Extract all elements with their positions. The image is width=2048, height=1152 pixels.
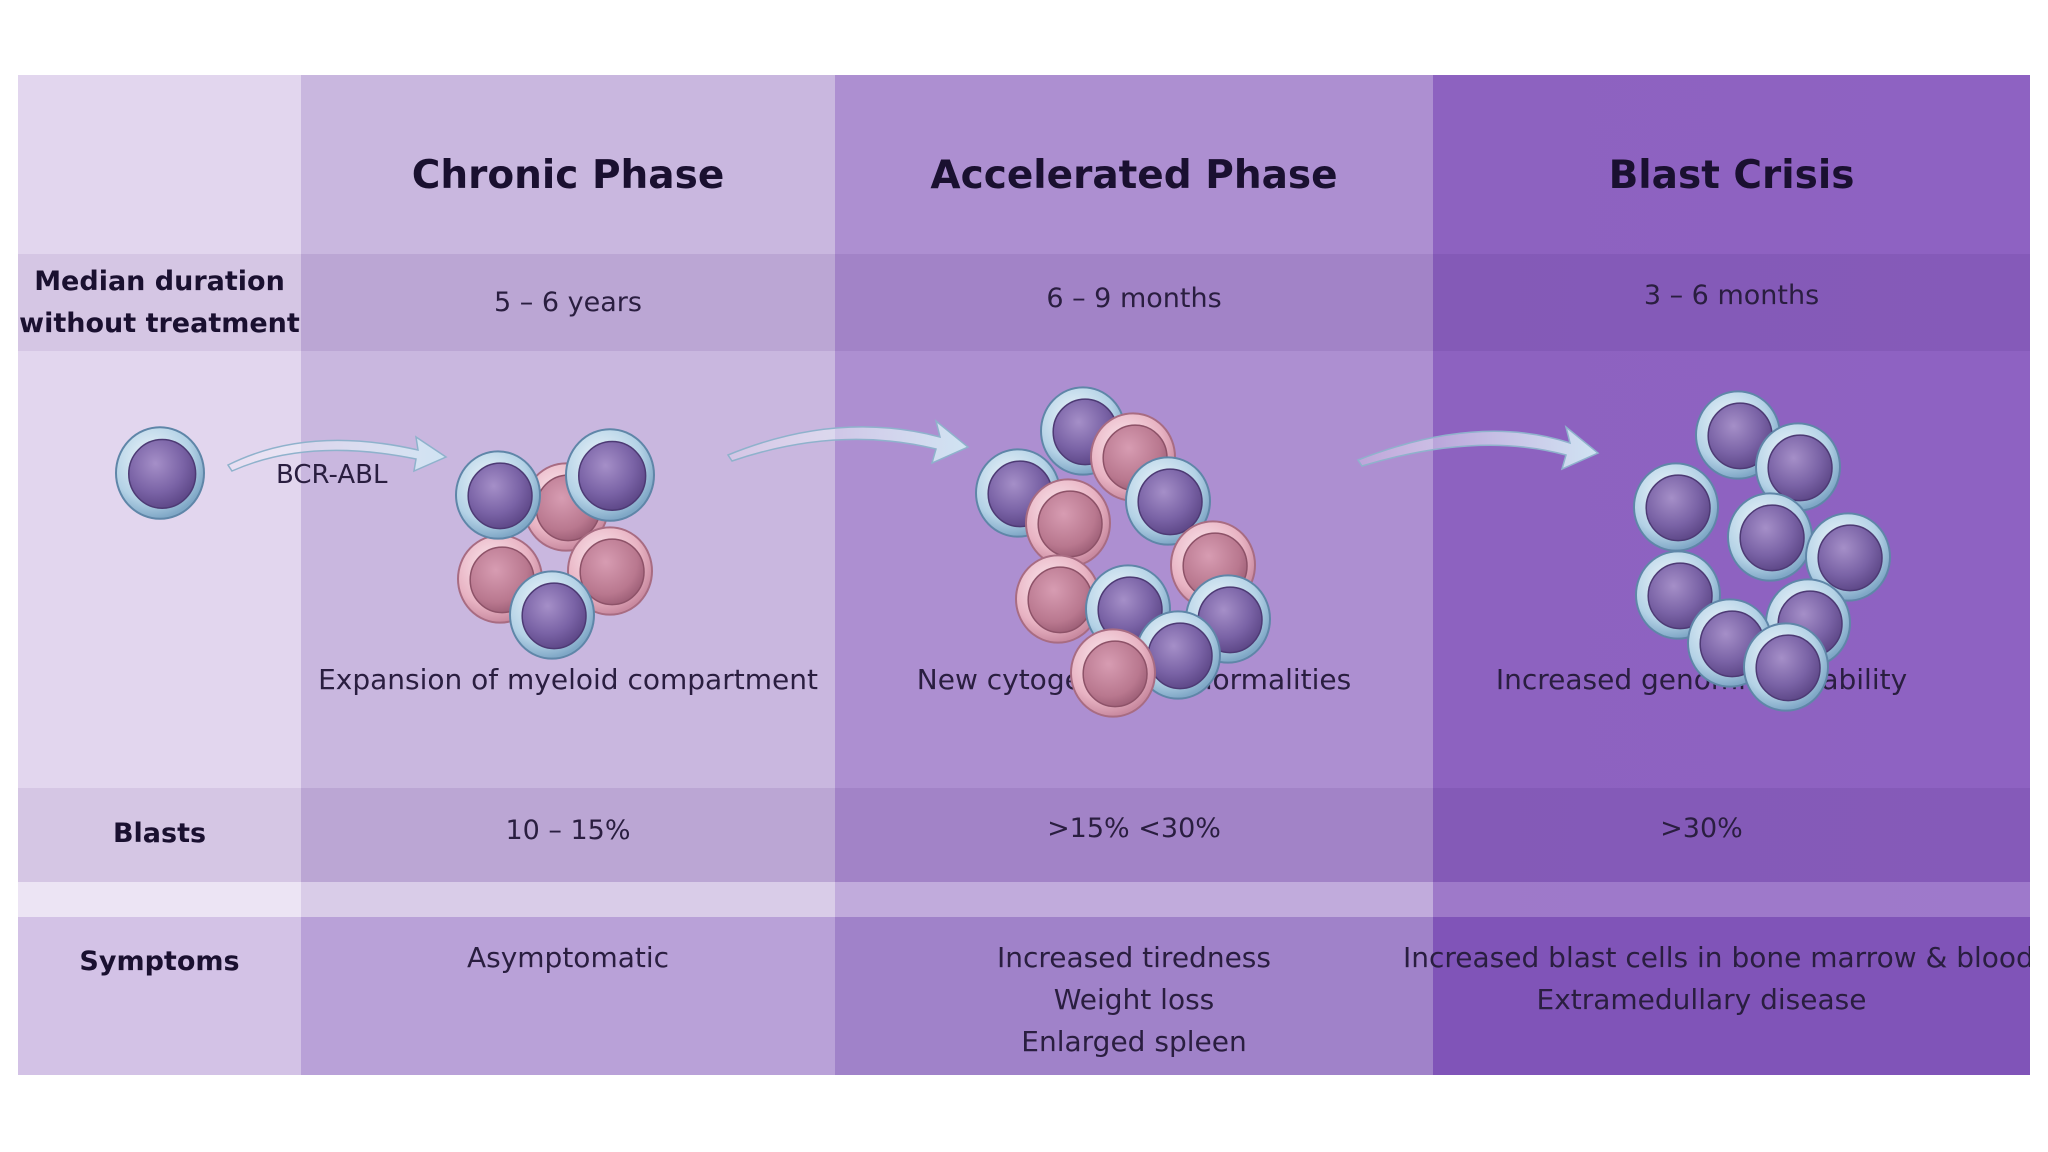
phase-title-accelerated: Accelerated Phase (930, 153, 1338, 198)
cell-nucleus (521, 582, 587, 650)
blasts-chronic: 10 – 15% (505, 815, 631, 846)
duration-accelerated: 6 – 9 months (1046, 283, 1222, 314)
cell-nucleus (1147, 622, 1213, 690)
cell-cluster-icon (455, 428, 655, 660)
phase-column-blast-crisis: Blast Crisis 3 – 6 months Increased geno… (1403, 75, 2030, 1075)
label-column: Median duration without treatment Blasts… (18, 75, 301, 1075)
phase-column-accelerated: Accelerated Phase 6 – 9 months New cytog… (835, 75, 1433, 1075)
cell-nucleus (579, 538, 645, 606)
row-label-blasts: Blasts (112, 818, 207, 849)
cell-nucleus (1645, 474, 1711, 542)
cell-nucleus (1817, 524, 1883, 592)
symptoms-accelerated: Increased tiredness Weight loss Enlarged… (997, 941, 1271, 1058)
cell-cluster-icon (975, 386, 1271, 718)
cell-nucleus (467, 462, 533, 530)
cell-nucleus (578, 440, 647, 511)
row-label-duration: Median duration without treatment (19, 266, 300, 339)
bcr-abl-label: BCR-ABL (276, 460, 388, 490)
blasts-blast-crisis: >30% (1660, 813, 1743, 844)
duration-blast-crisis: 3 – 6 months (1643, 280, 1820, 311)
cell-nucleus (1137, 468, 1203, 536)
duration-chronic: 5 – 6 years (494, 287, 642, 318)
arrow-icon (726, 418, 970, 465)
phase-title-blast-crisis: Blast Crisis (1608, 153, 1855, 198)
symptoms-blast-crisis: Increased blast cells in bone marrow & b… (1403, 941, 2030, 1016)
normal-cell-icon (115, 426, 205, 520)
cell-nucleus (1767, 434, 1833, 502)
cml-phases-diagram: Median duration without treatment Blasts… (18, 75, 2030, 1075)
row-label-symptoms: Symptoms (79, 946, 240, 977)
cell-nucleus (1739, 504, 1805, 572)
cell-nucleus (1082, 640, 1148, 708)
cell-nucleus (1647, 562, 1713, 630)
cell-illustrations (115, 386, 1891, 718)
cell-nucleus (1027, 566, 1093, 634)
symptoms-chronic: Asymptomatic (466, 941, 670, 974)
arrow-icon (1356, 424, 1600, 471)
blasts-accelerated: >15% <30% (1047, 813, 1221, 844)
description-chronic: Expansion of myeloid compartment (318, 663, 818, 696)
cell-cluster-icon (1633, 390, 1891, 712)
arrow-icon (226, 435, 448, 473)
cell-nucleus (1755, 634, 1821, 702)
cell-nucleus (1037, 490, 1103, 558)
cell-nucleus (128, 438, 197, 509)
phase-title-chronic: Chronic Phase (411, 153, 725, 198)
